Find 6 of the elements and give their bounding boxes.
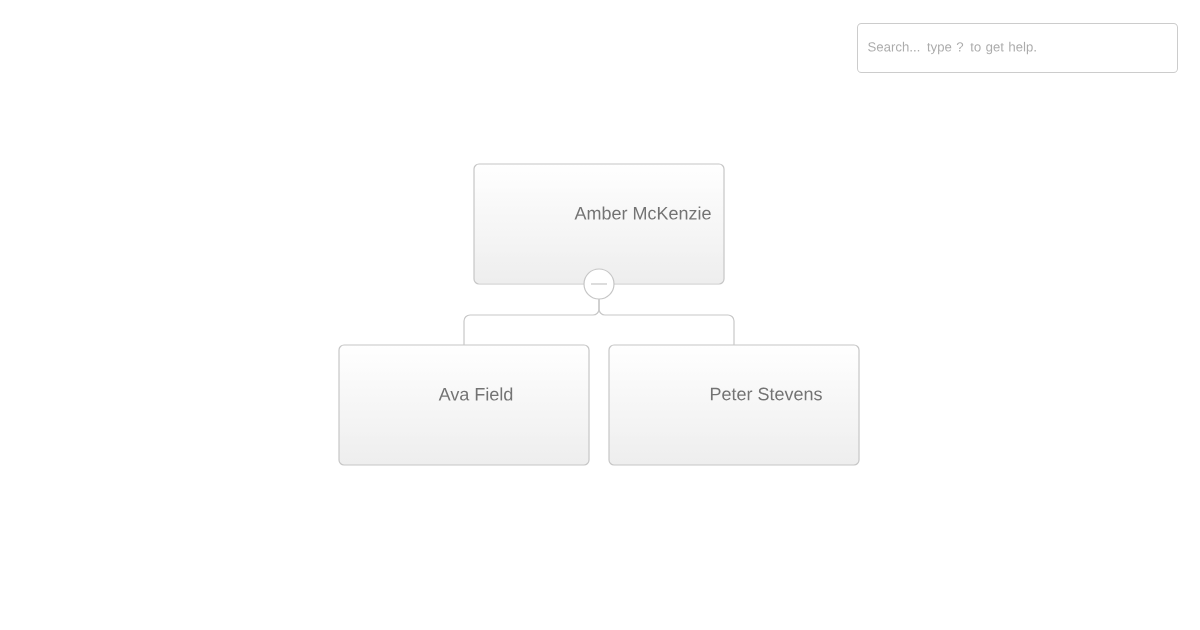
collapse-button <box>583 268 615 300</box>
person-box: Amber McKenzie <box>473 163 725 285</box>
person-box: Ava Field <box>338 344 590 466</box>
connector-line <box>598 298 735 346</box>
person-box: Peter Stevens <box>608 344 860 466</box>
search-field: Search... type ? to get help. <box>857 23 1178 73</box>
